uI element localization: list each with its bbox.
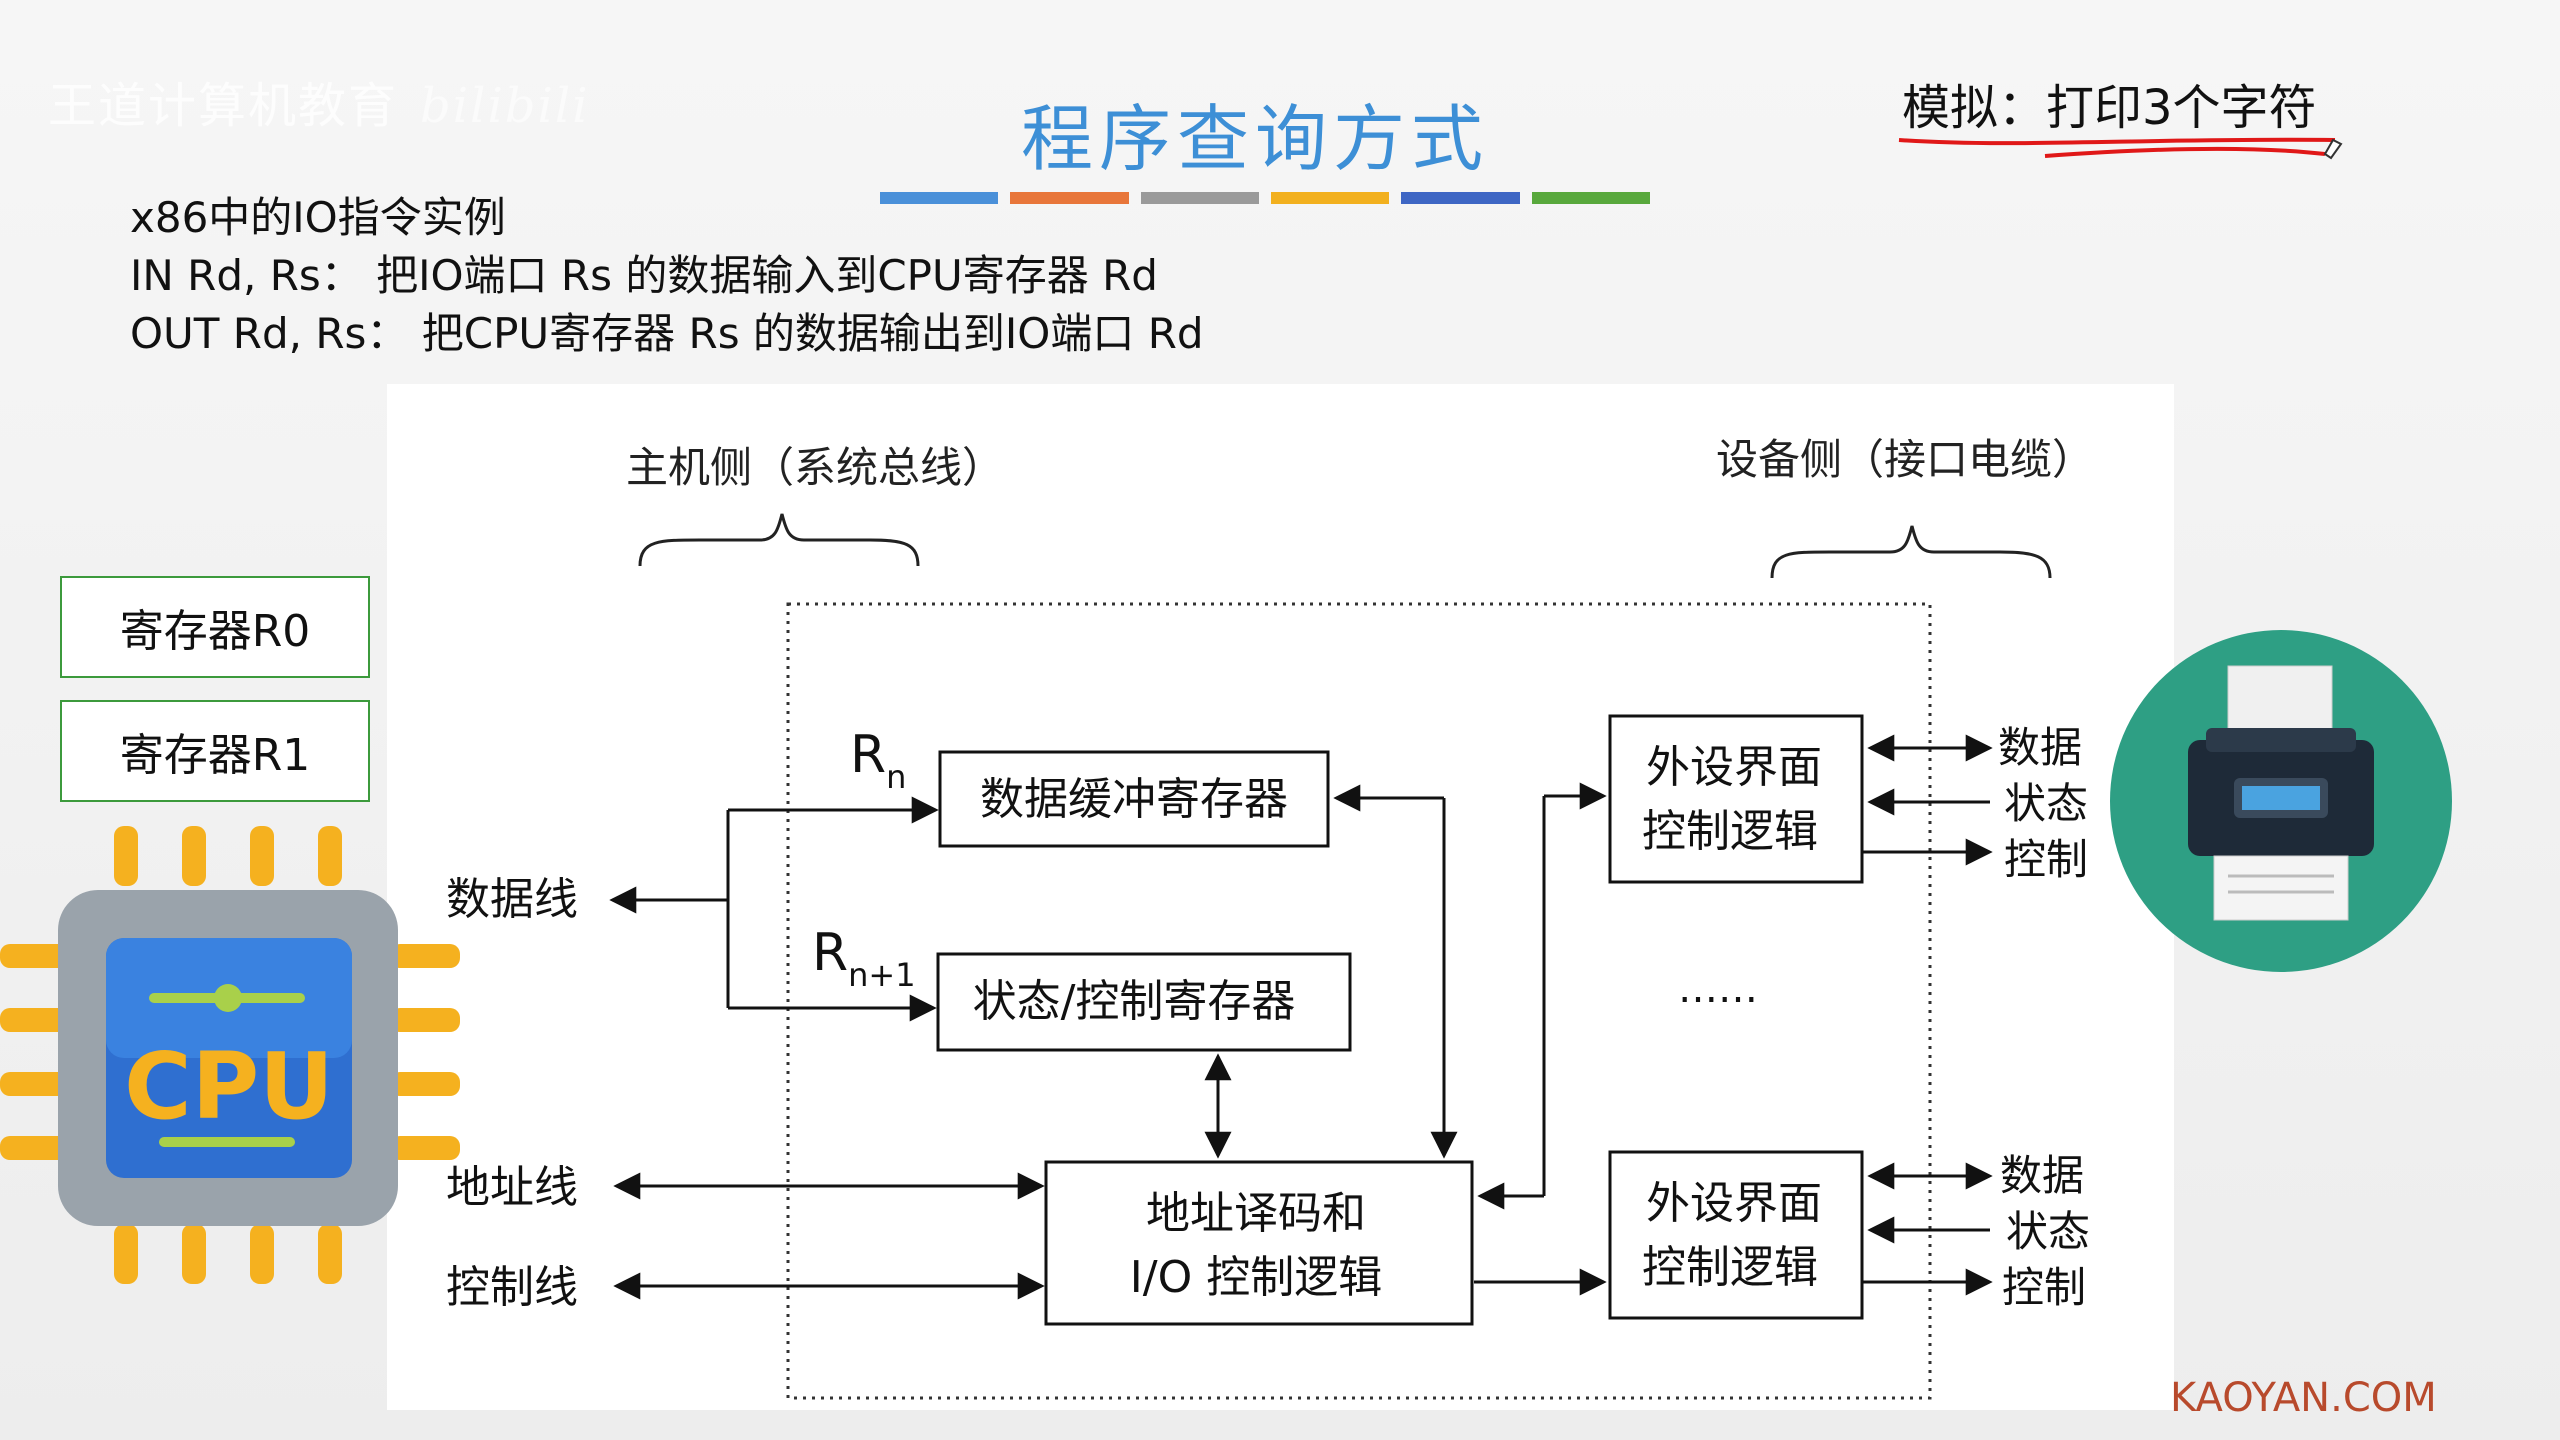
peripheral-control-2-label-1: 外设界面 — [1646, 1178, 1822, 1229]
peripheral-control-box-2 — [1608, 1150, 1864, 1320]
title-color-bars — [880, 192, 1650, 204]
address-decode-label-2: I/O 控制逻辑 — [1130, 1252, 1382, 1303]
host-side-label: 主机侧（系统总线） — [626, 443, 1004, 492]
host-side-brace — [638, 513, 920, 567]
status-control-register-label: 状态/控制寄存器 — [973, 976, 1296, 1027]
bilibili-logo: bilibili — [420, 78, 590, 134]
peripheral-control-2-label-2: 控制逻辑 — [1642, 1242, 1818, 1293]
address-decode-box — [1044, 1160, 1474, 1326]
instr-out: OUT Rd, Rs： 把CPU寄存器 Rs 的数据输出到IO端口 Rd — [130, 309, 1204, 358]
rn-label: Rn — [850, 725, 906, 796]
p2-data-signal: 数据 — [2000, 1151, 2084, 1200]
address-line-label: 地址线 — [446, 1162, 578, 1213]
cpu-chip-icon: CPU — [0, 826, 460, 1284]
register-r0-box: 寄存器R0 — [60, 576, 370, 678]
p1-data-signal: 数据 — [1998, 723, 2082, 772]
address-decode-label-1: 地址译码和 — [1146, 1188, 1366, 1239]
p2-control-signal: 控制 — [2002, 1263, 2086, 1312]
instr-in: IN Rd, Rs： 把IO端口 Rs 的数据输入到CPU寄存器 Rd — [130, 251, 1158, 300]
p1-control-signal: 控制 — [2004, 835, 2088, 884]
device-side-label: 设备侧（接口电缆） — [1716, 435, 2094, 484]
peripheral-control-1-label-2: 控制逻辑 — [1642, 806, 1818, 857]
data-buffer-register-label: 数据缓冲寄存器 — [980, 774, 1288, 825]
io-interface-boundary — [786, 602, 1932, 1400]
color-bar-6 — [1531, 192, 1650, 204]
peripheral-control-box-1 — [1608, 714, 1864, 884]
watermark-text: 王道计算机教育 — [48, 78, 399, 134]
peripheral-control-1-label-1: 外设界面 — [1646, 742, 1822, 793]
handwritten-note: 模拟：打印3个字符 — [1902, 80, 2317, 136]
pen-icon — [2323, 138, 2343, 160]
watermark: 王道计算机教育 bilibili — [48, 66, 590, 136]
device-side-brace — [1770, 525, 2052, 579]
cpu-label: CPU — [124, 1033, 334, 1140]
color-bar-5 — [1401, 192, 1520, 204]
color-bar-1 — [880, 192, 999, 204]
printer-icon — [2188, 665, 2374, 921]
site-watermark: KAOYAN.COM — [2170, 1375, 2437, 1421]
color-bar-2 — [1010, 192, 1129, 204]
control-line-label: 控制线 — [446, 1262, 578, 1313]
status-control-register-box — [936, 952, 1352, 1052]
data-buffer-register-box — [938, 750, 1330, 848]
slide-title: 程序查询方式 — [1020, 97, 1489, 181]
p1-status-signal: 状态 — [2004, 779, 2088, 828]
ellipsis: …… — [1678, 966, 1758, 1012]
color-bar-3 — [1140, 192, 1259, 204]
note-underline — [1898, 137, 2343, 160]
instr-heading: x86中的IO指令实例 — [130, 193, 506, 242]
color-bar-4 — [1270, 192, 1390, 204]
register-r1-box: 寄存器R1 — [60, 700, 370, 802]
data-line-label: 数据线 — [446, 874, 578, 925]
rn1-label: Rn+1 — [812, 923, 916, 994]
p2-status-signal: 状态 — [2006, 1207, 2090, 1256]
